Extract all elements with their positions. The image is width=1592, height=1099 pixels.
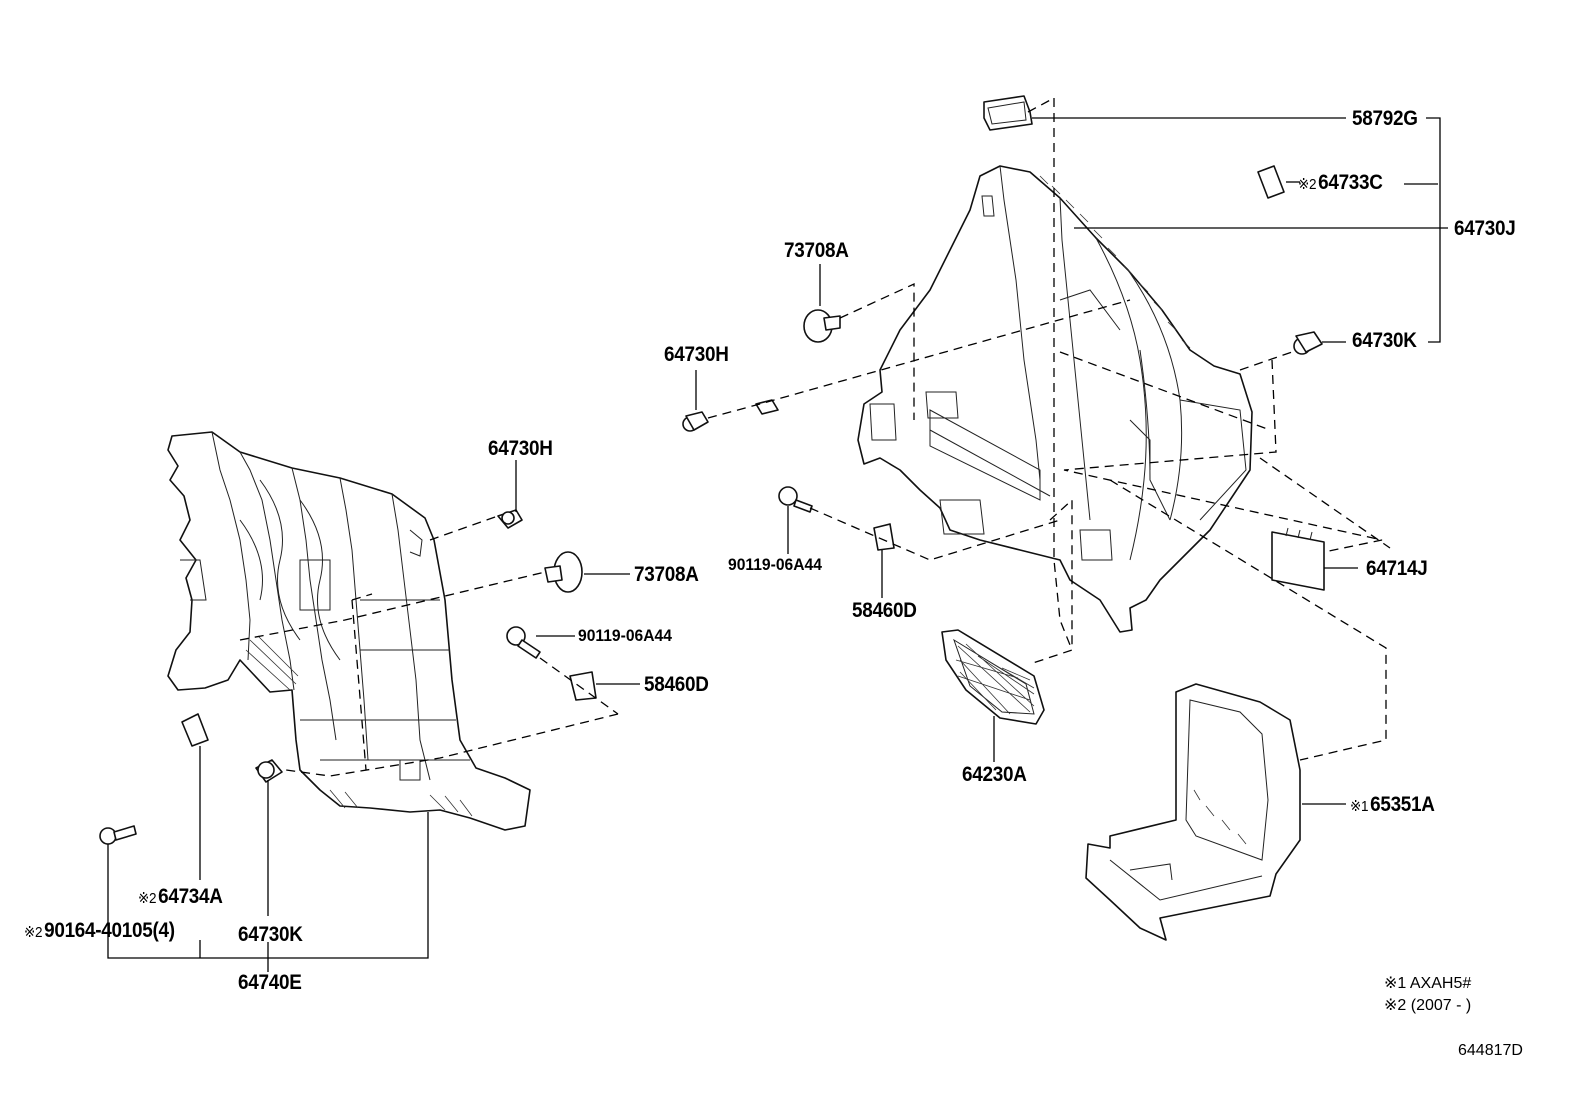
diagram-reference-code: 644817D (1458, 1042, 1523, 1059)
right-small-parts (682, 95, 1325, 591)
label-64733C: ※264733C (1298, 172, 1383, 193)
left-dashed-lines (239, 515, 619, 777)
label-64740E: 64740E (238, 971, 302, 994)
label-64730H-top: 64730H (664, 343, 729, 366)
label-64730K-right: 64730K (1352, 329, 1417, 352)
lower-bracket (1085, 683, 1301, 941)
label-90119-06A44-left: 90119-06A44 (578, 626, 672, 645)
label-64734A: ※264734A (138, 886, 223, 907)
marker-note2-b: ※2 (138, 890, 157, 907)
cargo-net (941, 629, 1045, 725)
label-90164-40105: ※290164-40105(4) (24, 920, 175, 941)
right-dashed-lines (707, 97, 1391, 761)
marker-note2-c: ※2 (24, 924, 43, 941)
label-64733C-text: 64733C (1318, 171, 1383, 194)
label-73708A-top: 73708A (784, 239, 849, 262)
label-65351A: ※165351A (1350, 794, 1435, 815)
label-64730J: 64730J (1454, 217, 1516, 240)
left-fasteners (99, 509, 597, 845)
label-90119-06A44-center: 90119-06A44 (728, 555, 822, 574)
label-90164-40105-text: 90164-40105(4) (44, 919, 175, 942)
note-2007: ※2 (2007 - ) (1384, 997, 1472, 1014)
left-trim-panel (167, 431, 531, 831)
label-58460D-left: 58460D (644, 673, 709, 696)
marker-note2: ※2 (1298, 176, 1317, 193)
left-leader-lines (107, 460, 640, 972)
label-73708A-left: 73708A (634, 563, 699, 586)
right-trim-panel (857, 165, 1253, 633)
label-64714J: 64714J (1366, 557, 1428, 580)
label-64730H-left: 64730H (488, 437, 553, 460)
right-leader-lines (695, 117, 1448, 805)
note-axah5: ※1 AXAH5# (1384, 975, 1472, 992)
label-58792G: 58792G (1352, 107, 1418, 130)
marker-note1: ※1 (1350, 798, 1369, 815)
label-64230A: 64230A (962, 763, 1027, 786)
label-64734A-text: 64734A (158, 885, 223, 908)
label-58460D-center: 58460D (852, 599, 917, 622)
label-65351A-text: 65351A (1370, 793, 1435, 816)
label-64730K-bottom: 64730K (238, 923, 303, 946)
